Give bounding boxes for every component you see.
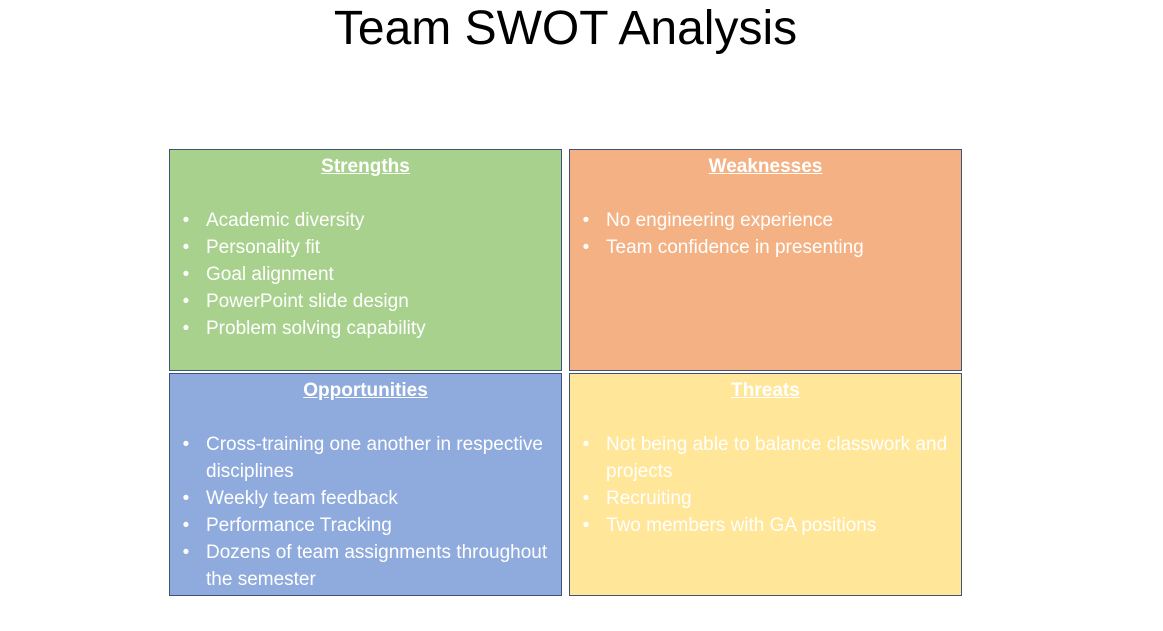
strengths-list: • Academic diversity • Personality fit • Go… — [170, 207, 561, 342]
bullet-icon: • — [182, 488, 190, 509]
strengths-item: • Personality fit — [183, 234, 551, 261]
strengths-heading: Strengths — [321, 156, 410, 177]
threats-item: • Not being able to balance classwork and… — [583, 431, 951, 485]
bullet-icon: • — [182, 515, 190, 536]
strengths-item: • Goal alignment — [183, 261, 551, 288]
strengths-quadrant: Strengths • Academic diversity • Personali… — [169, 149, 562, 371]
bullet-icon: • — [182, 210, 190, 231]
opportunities-item-text: Weekly team feedback — [206, 488, 398, 509]
bullet-icon: • — [182, 237, 190, 258]
threats-item: • Recruiting — [583, 485, 951, 512]
strengths-item-text: Personality fit — [206, 237, 321, 258]
threats-list: • Not being able to balance classwork and… — [570, 431, 961, 539]
weaknesses-heading: Weaknesses — [708, 156, 823, 177]
opportunities-list: • Cross-training one another in respectiv… — [170, 431, 561, 593]
bullet-icon: • — [582, 488, 590, 509]
strengths-item: • PowerPoint slide design — [183, 288, 551, 315]
threats-item-text: Recruiting — [606, 488, 692, 509]
strengths-item-text: PowerPoint slide design — [206, 291, 409, 312]
threats-item-text: Not being able to balance classwork and … — [606, 434, 948, 482]
opportunities-item-text: Dozens of team assignments throughout th… — [206, 542, 548, 590]
weaknesses-item-text: Team confidence in presenting — [606, 237, 864, 258]
opportunities-item-text: Performance Tracking — [206, 515, 392, 536]
threats-quadrant: Threats • Not being able to balance class… — [569, 373, 962, 596]
strengths-item-text: Goal alignment — [206, 264, 334, 285]
bullet-icon: • — [582, 237, 590, 258]
opportunities-quadrant: Opportunities • Cross-training one anothe… — [169, 373, 562, 596]
strengths-item-text: Problem solving capability — [206, 318, 426, 339]
weaknesses-item: • Team confidence in presenting — [583, 234, 951, 261]
slide-title: Team SWOT Analysis — [333, 2, 798, 55]
bullet-icon: • — [182, 264, 190, 285]
weaknesses-quadrant: Weaknesses • No engineering experience • T… — [569, 149, 962, 371]
threats-item: • Two members with GA positions — [583, 512, 951, 539]
bullet-icon: • — [582, 434, 590, 455]
opportunities-item-text: Cross-training one another in respective… — [206, 434, 543, 482]
bullet-icon: • — [182, 291, 190, 312]
threats-heading: Threats — [731, 380, 800, 401]
opportunities-item: • Dozens of team assignments throughout t… — [183, 539, 551, 593]
threats-item-text: Two members with GA positions — [606, 515, 877, 536]
bullet-icon: • — [182, 542, 190, 563]
bullet-icon: • — [182, 434, 190, 455]
strengths-item: • Problem solving capability — [183, 315, 551, 342]
opportunities-item: • Performance Tracking — [183, 512, 551, 539]
bullet-icon: • — [182, 318, 190, 339]
opportunities-heading: Opportunities — [303, 380, 428, 401]
bullet-icon: • — [582, 210, 590, 231]
weaknesses-item: • No engineering experience — [583, 207, 951, 234]
strengths-item-text: Academic diversity — [206, 210, 365, 231]
opportunities-item: • Cross-training one another in respectiv… — [183, 431, 551, 485]
bullet-icon: • — [582, 515, 590, 536]
opportunities-item: • Weekly team feedback — [183, 485, 551, 512]
weaknesses-list: • No engineering experience • Team confide… — [570, 207, 961, 261]
strengths-item: • Academic diversity — [183, 207, 551, 234]
weaknesses-item-text: No engineering experience — [606, 210, 834, 231]
